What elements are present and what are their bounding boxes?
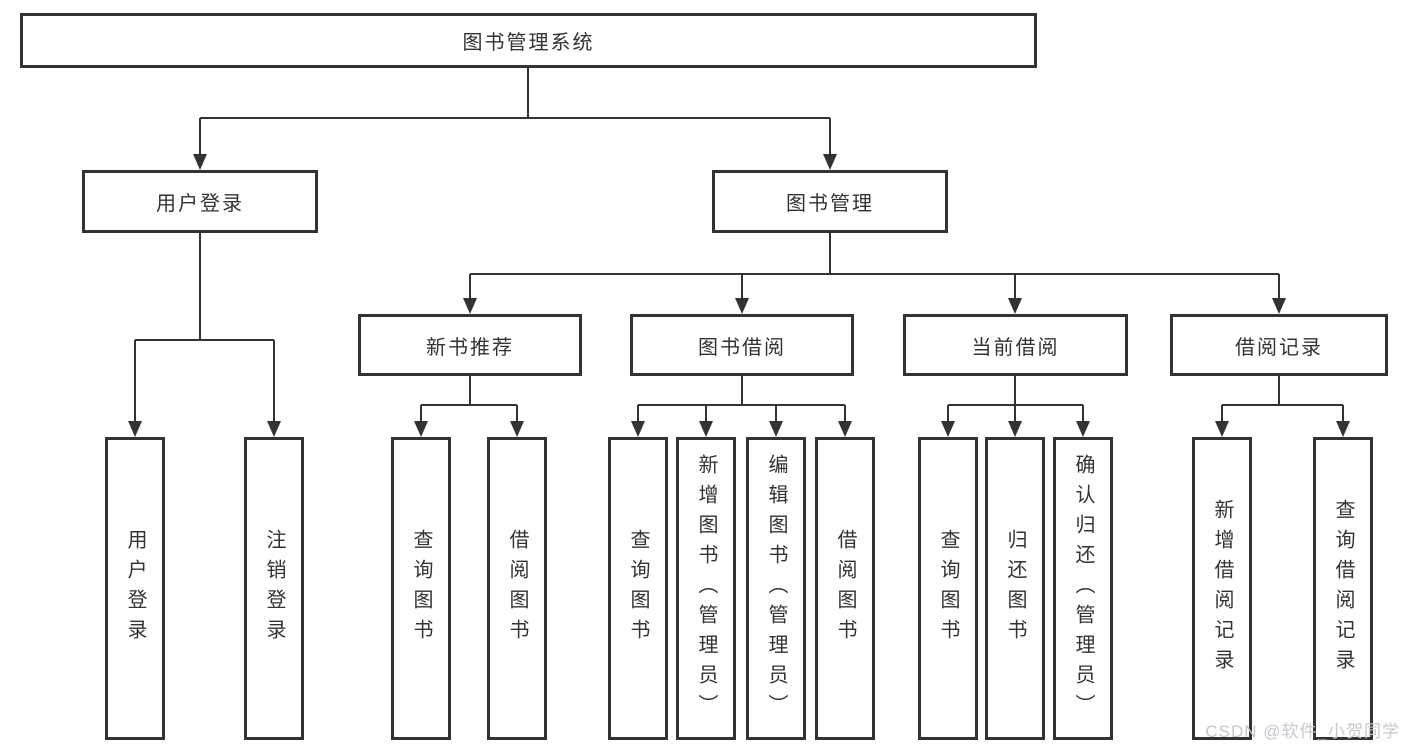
leaf-query-book-borrow-label: 查询图书	[627, 528, 649, 649]
leaf-query-book-current-label: 查询图书	[937, 528, 959, 649]
node-book-borrow: 图书借阅	[630, 314, 854, 376]
node-book-borrow-label: 图书借阅	[698, 336, 786, 359]
leaf-query-borrow-record-label: 查询借阅记录	[1332, 498, 1354, 679]
leaf-return-book-label: 归还图书	[1004, 528, 1026, 649]
leaf-borrow-book-recommend: 借阅图书	[487, 437, 547, 740]
leaf-query-book-recommend-label: 查询图书	[410, 528, 432, 649]
leaf-confirm-return-admin-label: 确认归还（管理员）	[1072, 453, 1094, 724]
leaf-return-book: 归还图书	[985, 437, 1045, 740]
leaf-edit-book-admin-label: 编辑图书（管理员）	[765, 453, 787, 724]
leaf-confirm-return-admin: 确认归还（管理员）	[1053, 437, 1113, 740]
leaf-user-login: 用户登录	[105, 437, 165, 740]
leaf-query-borrow-record: 查询借阅记录	[1313, 437, 1373, 740]
leaf-add-borrow-record: 新增借阅记录	[1192, 437, 1252, 740]
node-user-login-label: 用户登录	[156, 193, 244, 215]
node-user-login: 用户登录	[82, 170, 318, 233]
leaf-query-book-current: 查询图书	[918, 437, 978, 740]
node-root-label: 图书管理系统	[462, 32, 595, 54]
node-root: 图书管理系统	[20, 13, 1037, 68]
node-book-management: 图书管理	[712, 170, 948, 233]
leaf-edit-book-admin: 编辑图书（管理员）	[746, 437, 806, 740]
node-current-borrow-label: 当前借阅	[971, 336, 1060, 359]
node-current-borrow: 当前借阅	[903, 314, 1128, 376]
leaf-add-borrow-record-label: 新增借阅记录	[1211, 498, 1233, 679]
leaf-add-book-admin-label: 新增图书（管理员）	[695, 453, 717, 724]
leaf-logout-label: 注销登录	[263, 528, 285, 649]
node-new-book-recommend: 新书推荐	[358, 314, 582, 376]
leaf-query-book-borrow: 查询图书	[608, 437, 668, 740]
leaf-query-book-recommend: 查询图书	[391, 437, 451, 740]
leaf-borrow-book: 借阅图书	[815, 437, 875, 740]
node-borrow-record: 借阅记录	[1170, 314, 1388, 376]
node-new-book-recommend-label: 新书推荐	[426, 336, 514, 359]
leaf-logout: 注销登录	[244, 437, 304, 740]
leaf-user-login-label: 用户登录	[124, 528, 146, 649]
leaf-borrow-book-recommend-label: 借阅图书	[506, 528, 528, 649]
leaf-borrow-book-label: 借阅图书	[834, 528, 856, 649]
csdn-watermark: CSDN @软件_小贺同学	[1205, 722, 1400, 741]
node-borrow-record-label: 借阅记录	[1235, 336, 1323, 359]
node-book-management-label: 图书管理	[786, 193, 874, 215]
leaf-add-book-admin: 新增图书（管理员）	[676, 437, 736, 740]
